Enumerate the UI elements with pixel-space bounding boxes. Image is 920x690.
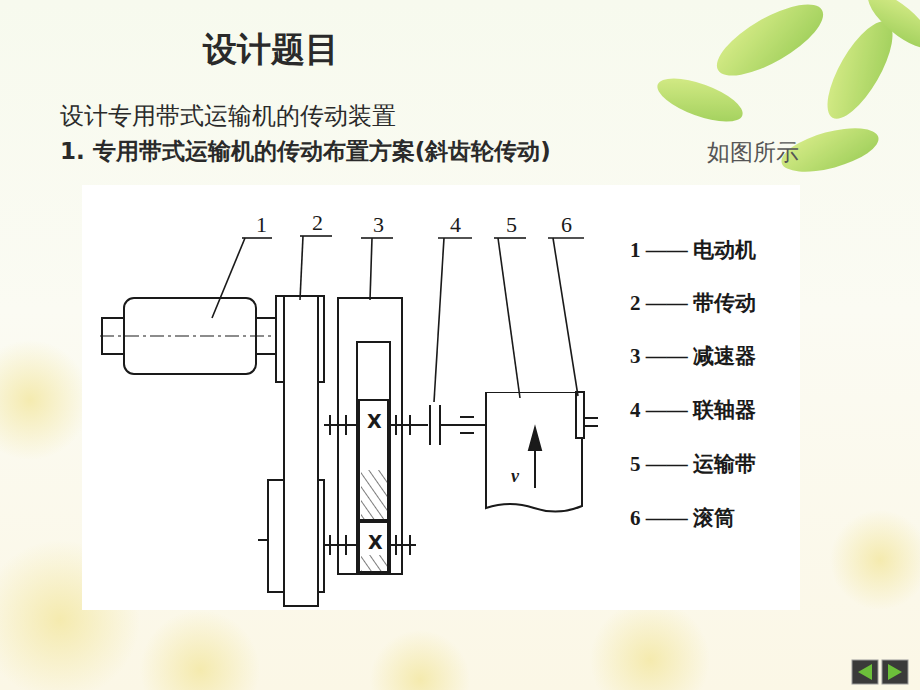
velocity-label: v <box>510 466 520 487</box>
leader-lines <box>212 236 584 402</box>
gear-mark: X <box>366 411 383 433</box>
subtitle: 设计专用带式运输机的传动装置 <box>60 103 396 131</box>
conveyor-belt <box>486 393 582 512</box>
leaf-decoration <box>652 0 920 180</box>
subtitle: 1. 专用带式运输机的传动布置方案(斜齿轮传动) <box>60 138 551 164</box>
belt <box>284 296 318 606</box>
large-gear <box>359 400 388 520</box>
legend-line: 5 —— 运输带 <box>630 452 756 476</box>
pinion-gear <box>359 522 388 572</box>
bearing-mark <box>460 416 474 418</box>
gear-mark: X <box>367 532 384 554</box>
gear-hatch <box>361 470 388 520</box>
callout-number: 6 <box>561 212 572 237</box>
reducer-housing <box>338 298 402 574</box>
legend-line: 3 —— 减速器 <box>630 344 756 368</box>
nav-buttons <box>852 660 908 684</box>
callout-number: 4 <box>450 212 461 237</box>
reducer-inner <box>357 342 390 574</box>
velocity-arrowhead <box>529 428 541 450</box>
gear-hatch <box>361 555 388 572</box>
subtitle-note: 如图所示 <box>707 139 799 165</box>
legend-line: 4 —— 联轴器 <box>630 398 756 422</box>
coupling-half <box>429 405 431 445</box>
legend-line: 2 —— 带传动 <box>630 291 756 315</box>
transmission-drawing <box>100 236 598 606</box>
drum-end-shaft <box>584 417 598 419</box>
drum-shaft <box>440 424 486 426</box>
callout-number: 5 <box>506 212 517 237</box>
drum-end-shaft <box>584 425 598 427</box>
callout-number: 1 <box>256 212 267 237</box>
slide-title: 设计题目 <box>203 30 339 69</box>
bearing-mark <box>460 432 474 434</box>
drum-end <box>576 392 584 438</box>
legend-line: 1 —— 电动机 <box>630 238 756 262</box>
callout-number: 2 <box>312 210 323 235</box>
legend-line: 6 —— 滚筒 <box>630 506 735 530</box>
callout-number: 3 <box>373 212 384 237</box>
input-shaft <box>258 539 268 541</box>
drawing-panel <box>82 185 800 610</box>
motor-axis <box>100 335 280 336</box>
